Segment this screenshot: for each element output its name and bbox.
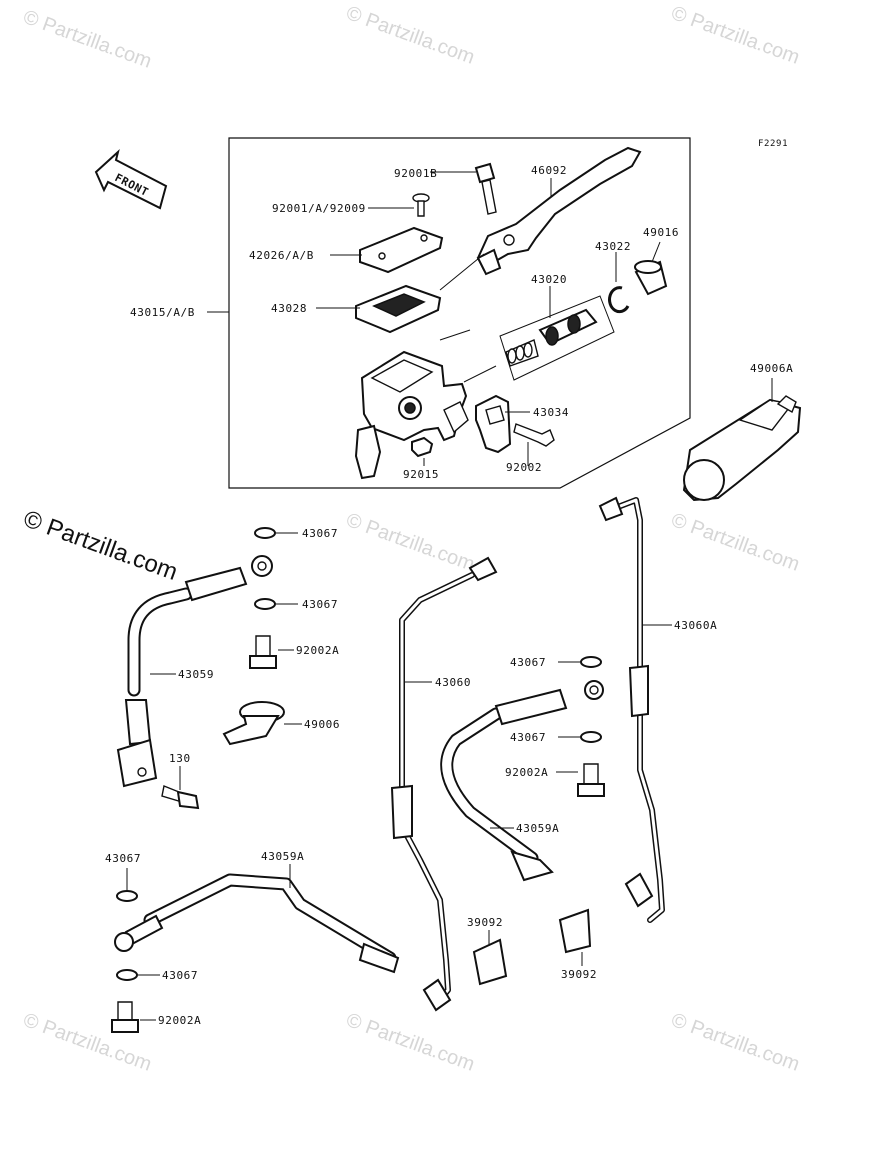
part-number: 49006 bbox=[304, 718, 340, 731]
part-labels: 92001B 46092 92001/A/92009 42026/A/B 490… bbox=[105, 164, 793, 1027]
watermark: © Partzilla.com bbox=[343, 1009, 477, 1076]
part-number: 43022 bbox=[595, 240, 631, 253]
part-number: 43059A bbox=[516, 822, 559, 835]
part-number: 49016 bbox=[643, 226, 679, 239]
watermark: © Partzilla.com bbox=[343, 2, 477, 69]
pipe-43060 bbox=[390, 556, 498, 1012]
nut bbox=[411, 436, 434, 458]
part-number: 43020 bbox=[531, 273, 567, 286]
cap-screw bbox=[412, 193, 430, 217]
washer bbox=[116, 890, 138, 902]
front-arrow-icon: FRONT bbox=[94, 149, 168, 210]
watermark-logo: © Partzilla.com bbox=[20, 505, 181, 586]
reservoir-tank bbox=[682, 378, 802, 502]
part-number: 49006A bbox=[750, 362, 793, 375]
watermarks: © Partzilla.com © Partzilla.com © Partzi… bbox=[20, 2, 803, 1076]
part-number: 43067 bbox=[302, 527, 338, 540]
banjo-bolt bbox=[249, 635, 277, 669]
washer bbox=[254, 598, 276, 610]
washer bbox=[580, 656, 602, 668]
part-number: 39092 bbox=[467, 916, 503, 929]
assembly-box bbox=[228, 137, 691, 489]
washer bbox=[580, 731, 602, 743]
part-number: 92002A bbox=[158, 1014, 201, 1027]
piston-kit bbox=[499, 295, 615, 381]
part-number: 43060 bbox=[435, 676, 471, 689]
holder-clamp bbox=[475, 394, 512, 454]
clamp-bolt bbox=[513, 423, 555, 447]
part-number: 43034 bbox=[533, 406, 569, 419]
figure-code: F2291 bbox=[758, 139, 788, 149]
part-number: 43028 bbox=[271, 302, 307, 315]
watermark: © Partzilla.com bbox=[668, 509, 802, 576]
part-number: 42026/A/B bbox=[249, 249, 314, 262]
hose-43059a-middle bbox=[440, 680, 604, 882]
hose-43059 bbox=[116, 555, 273, 788]
leader-lines bbox=[316, 171, 661, 466]
banjo-bolt bbox=[111, 1001, 139, 1033]
hose-43059a-lower bbox=[114, 873, 400, 974]
part-number: 92001/A/92009 bbox=[272, 202, 366, 215]
part-number: 43015/A/B bbox=[130, 306, 195, 319]
master-cylinder-body bbox=[354, 350, 469, 480]
reservoir-cup bbox=[222, 701, 285, 746]
leader-lines-outside bbox=[126, 532, 672, 1021]
washer bbox=[254, 527, 276, 539]
watermark: © Partzilla.com bbox=[668, 2, 802, 69]
part-number: 92002 bbox=[506, 461, 542, 474]
part-number: 43059 bbox=[178, 668, 214, 681]
pivot-bolt bbox=[474, 162, 497, 215]
banjo-bolt bbox=[577, 763, 605, 797]
part-number: 92002A bbox=[505, 766, 548, 779]
watermark: © Partzilla.com bbox=[668, 1009, 802, 1076]
circlip bbox=[608, 286, 630, 314]
clip bbox=[558, 908, 592, 954]
washer bbox=[116, 969, 138, 981]
part-number: 92001B bbox=[394, 167, 437, 180]
part-number: 43060A bbox=[674, 619, 717, 632]
part-number: 43067 bbox=[510, 656, 546, 669]
part-number: 92002A bbox=[296, 644, 339, 657]
part-number: 43067 bbox=[162, 969, 198, 982]
part-number: 130 bbox=[169, 752, 191, 765]
part-number: 43067 bbox=[510, 731, 546, 744]
watermark: © Partzilla.com bbox=[20, 6, 154, 73]
dust-boot bbox=[634, 260, 668, 296]
part-number: 43059A bbox=[261, 850, 304, 863]
pipe-43060a bbox=[598, 496, 665, 923]
brake-lever bbox=[476, 146, 642, 276]
part-number: 92015 bbox=[403, 468, 439, 481]
clip bbox=[472, 938, 508, 986]
part-number: 43067 bbox=[302, 598, 338, 611]
part-number: 39092 bbox=[561, 968, 597, 981]
part-number: 46092 bbox=[531, 164, 567, 177]
watermark: © Partzilla.com bbox=[343, 509, 477, 576]
bolt-130 bbox=[161, 785, 200, 810]
reservoir-cap bbox=[359, 226, 444, 274]
part-number: 43067 bbox=[105, 852, 141, 865]
diaphragm bbox=[355, 284, 442, 334]
